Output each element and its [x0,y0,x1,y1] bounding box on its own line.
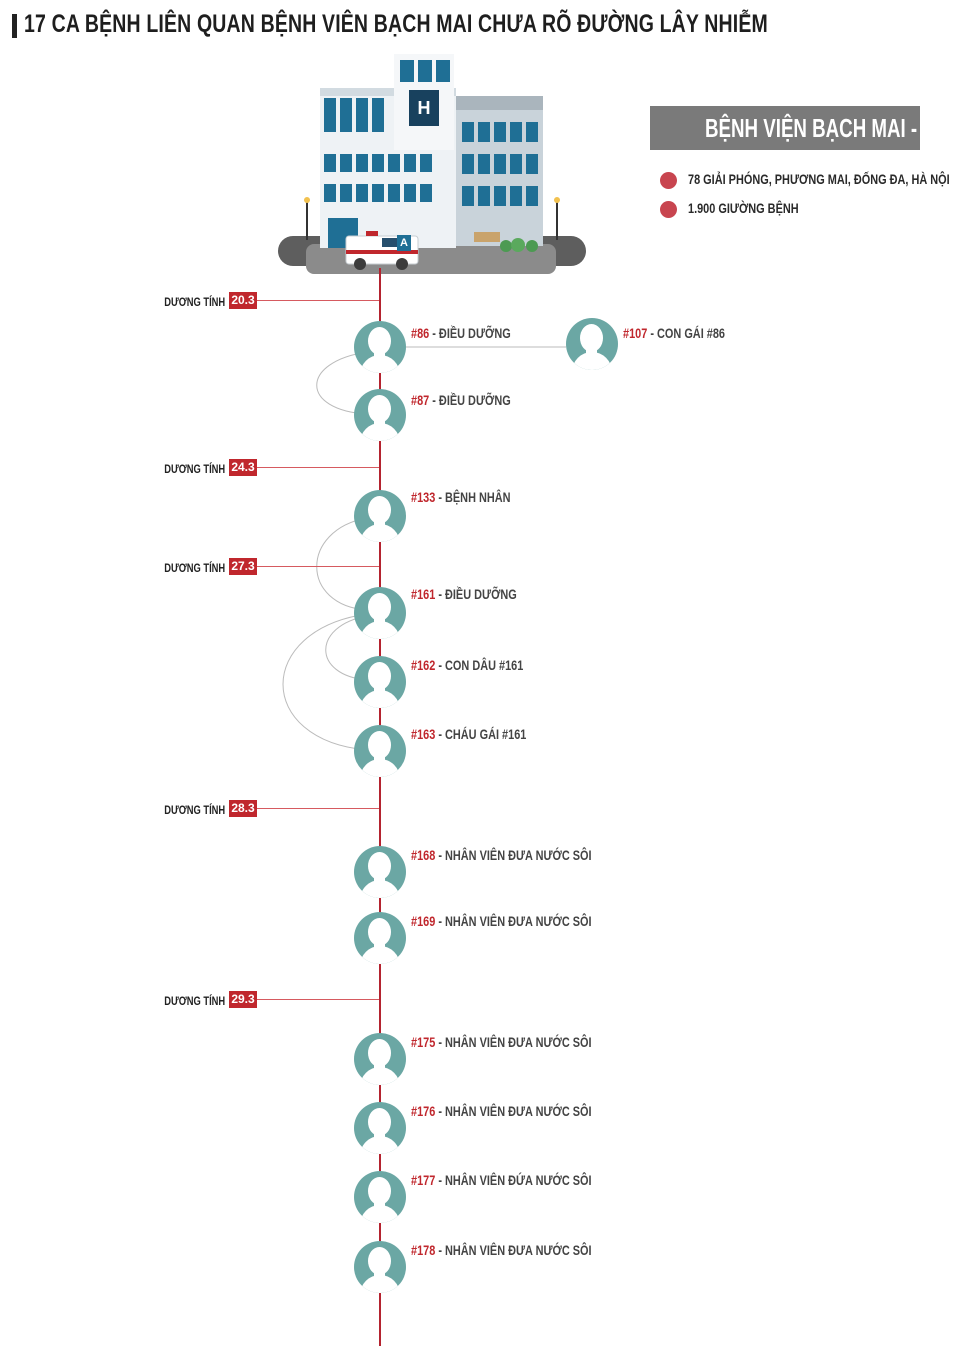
person-avatar-icon [354,846,406,898]
case-label: #178 - NHÂN VIÊN ĐƯA NƯỚC SÔI [411,1242,592,1258]
case-label: #177 - NHÂN VIÊN ĐỨA NƯỚC SÔI [411,1172,592,1188]
case-label: #107 - CON GÁI #86 [623,325,725,341]
ambulance-sign-letter: A [397,235,411,251]
case-label: #163 - CHÁU GÁI #161 [411,726,527,742]
person-avatar-icon [354,1171,406,1223]
date-connector [257,300,379,301]
case-label: #176 - NHÂN VIÊN ĐƯA NƯỚC SÔI [411,1103,592,1119]
case-label: #169 - NHÂN VIÊN ĐƯA NƯỚC SÔI [411,913,592,929]
positive-date-marker: DƯƠNG TÍNH 24.3 [0,459,380,479]
person-avatar-icon [354,587,406,639]
timeline-axis [379,268,381,1346]
case-label: #87 - ĐIỀU DƯỠNG [411,392,511,408]
title-bar-mark [12,14,17,38]
hospital-sign-letter: H [417,98,431,118]
positive-label: DƯƠNG TÍNH [164,994,225,1008]
link-86-87 [316,351,368,415]
case-label: #175 - NHÂN VIÊN ĐƯA NƯỚC SÔI [411,1034,592,1050]
person-avatar-icon [354,1102,406,1154]
date-connector [257,999,379,1000]
bullet-dot-icon [660,201,677,218]
case-label: #133 - BỆNH NHÂN [411,489,511,505]
positive-date-marker: DƯƠNG TÍNH 29.3 [0,991,380,1011]
positive-date: 27.3 [229,558,257,575]
hospital-name-label: BỆNH VIỆN BẠCH MAI - HÀ NỘI [650,106,980,150]
page-title: 17 CA BỆNH LIÊN QUAN BỆNH VIÊN BẠCH MAI … [24,10,768,38]
person-avatar-icon [354,725,406,777]
positive-label: DƯƠNG TÍNH [164,462,225,476]
positive-date-marker: DƯƠNG TÍNH 28.3 [0,800,380,820]
case-label: #168 - NHÂN VIÊN ĐƯA NƯỚC SÔI [411,847,592,863]
person-avatar-icon [354,1241,406,1293]
date-connector [257,566,379,567]
positive-date-marker: DƯƠNG TÍNH 20.3 [0,292,380,312]
bullet-dot-icon [660,172,677,189]
case-label: #86 - ĐIỀU DƯỠNG [411,325,511,341]
positive-label: DƯƠNG TÍNH [164,295,225,309]
positive-date: 29.3 [229,991,257,1008]
positive-label: DƯƠNG TÍNH [164,561,225,575]
person-avatar-icon [566,318,618,370]
hospital-address: 78 GIẢI PHÓNG, PHƯƠNG MAI, ĐỐNG ĐA, HÀ N… [688,171,950,187]
person-avatar-icon [354,1033,406,1085]
positive-date-marker: DƯƠNG TÍNH 27.3 [0,558,380,578]
positive-date: 24.3 [229,459,257,476]
hospital-illustration [278,54,586,274]
case-label: #162 - CON DÂU #161 [411,657,524,673]
positive-date: 20.3 [229,292,257,309]
date-connector [257,467,379,468]
hospital-beds: 1.900 GIƯỜNG BỆNH [688,200,799,216]
person-avatar-icon [354,490,406,542]
person-avatar-icon [354,321,406,373]
person-avatar-icon [354,656,406,708]
person-avatar-icon [354,912,406,964]
person-avatar-icon [354,389,406,441]
case-label: #161 - ĐIỀU DƯỠNG [411,586,517,602]
positive-date: 28.3 [229,800,257,817]
link-161-162 [325,615,368,681]
link-161-163 [282,613,368,751]
date-connector [257,808,379,809]
positive-label: DƯƠNG TÍNH [164,803,225,817]
